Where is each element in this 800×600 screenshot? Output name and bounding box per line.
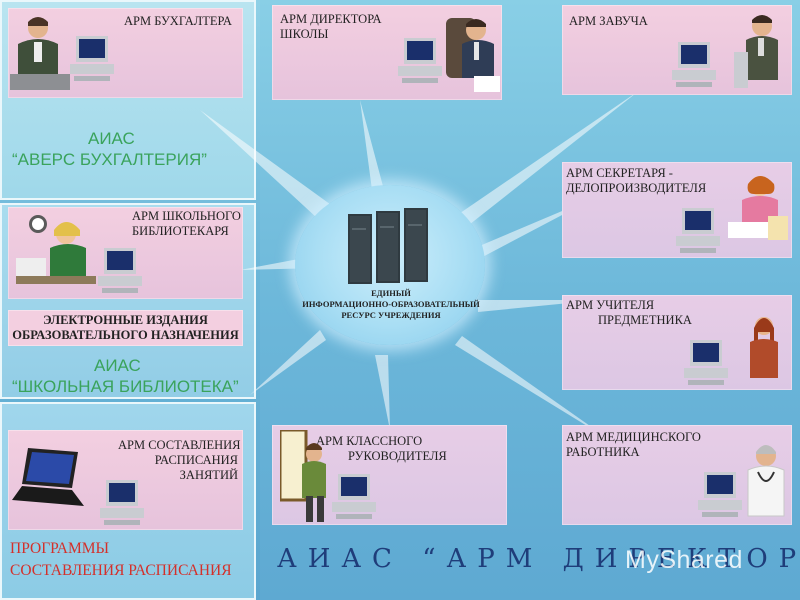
card-label: АРМ КЛАССНОГО РУКОВОДИТЕЛЯ bbox=[316, 434, 447, 464]
card-label: АРМ УЧИТЕЛЯ ПРЕДМЕТНИКА bbox=[566, 298, 692, 328]
doctor-person-icon bbox=[747, 445, 785, 517]
card-label: АРМ МЕДИЦИНСКОГО РАБОТНИКА bbox=[566, 430, 701, 460]
computer-icon bbox=[98, 248, 142, 293]
card-label-line: АРМ УЧИТЕЛЯ bbox=[566, 298, 655, 312]
card-label-line: РАСПИСАНИЯ bbox=[154, 453, 238, 467]
laptop-icon bbox=[12, 448, 84, 506]
bottom-title: АИАС “АРМ ДИРЕКТОР” bbox=[277, 544, 800, 574]
e-editions-label: ЭЛЕКТРОННЫЕ ИЗДАНИЯ ОБРАЗОВАТЕЛЬНОГО НАЗ… bbox=[8, 313, 243, 343]
card-label: АРМ СЕКРЕТАРЯ - ДЕЛОПРОИЗВОДИТЕЛЯ bbox=[566, 166, 706, 196]
computer-icon bbox=[698, 472, 742, 517]
group-label-line: “АВЕРС БУХГАЛТЕРИЯ” bbox=[12, 150, 207, 169]
card-label-line: ЗАНЯТИЙ bbox=[179, 468, 238, 482]
card-label-line: АРМ ЗАВУЧА bbox=[569, 14, 648, 28]
computer-icon bbox=[672, 42, 716, 87]
card-label-line: БИБЛИОТЕКАРЯ bbox=[132, 224, 229, 238]
computer-icon bbox=[100, 480, 144, 525]
card-label-line: ДЕЛОПРОИЗВОДИТЕЛЯ bbox=[566, 181, 707, 195]
card-label-line: АРМ СЕКРЕТАРЯ - bbox=[566, 166, 673, 180]
card-label-line: РАБОТНИКА bbox=[566, 445, 640, 459]
group-label-line: АИАС bbox=[88, 129, 135, 148]
card-label: АРМ ДИРЕКТОРА ШКОЛЫ bbox=[280, 12, 382, 42]
teacher-person-icon bbox=[750, 317, 778, 378]
central-label-line: ЕДИНЫЙ bbox=[371, 288, 411, 298]
group-label-programs: ПРОГРАММЫ СОСТАВЛЕНИЯ РАСПИСАНИЯ bbox=[10, 538, 232, 582]
accountant-person-icon bbox=[10, 17, 70, 90]
e-editions-line: ОБРАЗОВАТЕЛЬНОГО НАЗНАЧЕНИЯ bbox=[12, 328, 239, 342]
group-label-line: ПРОГРАММЫ bbox=[10, 540, 110, 557]
computer-icon bbox=[684, 340, 728, 385]
e-editions-box bbox=[8, 310, 243, 346]
librarian-person-icon bbox=[16, 215, 96, 284]
watermark: MyShared bbox=[625, 546, 743, 574]
card-label: АРМ СОСТАВЛЕНИЯ РАСПИСАНИЯ ЗАНЯТИЙ bbox=[118, 438, 241, 483]
computer-icon bbox=[398, 38, 442, 83]
card-label: АРМ ЗАВУЧА bbox=[569, 14, 648, 29]
deputy-person-icon bbox=[734, 15, 778, 88]
director-person-icon bbox=[446, 18, 500, 92]
central-label-line: ИНФОРМАЦИОННО-ОБРАЗОВАТЕЛЬНЫЙ bbox=[302, 299, 480, 309]
card-label-line: АРМ ДИРЕКТОРА bbox=[280, 12, 382, 26]
central-label-line: РЕСУРС УЧРЕЖДЕНИЯ bbox=[341, 310, 441, 320]
computer-icon bbox=[332, 474, 376, 519]
group-label-line: АИАС bbox=[94, 356, 141, 375]
class-teacher-person-icon bbox=[280, 430, 326, 522]
card-label-line: АРМ ШКОЛЬНОГО bbox=[132, 209, 241, 223]
group-label-avers: АИАС “АВЕРС БУХГАЛТЕРИЯ” bbox=[12, 128, 207, 170]
e-editions-line: ЭЛЕКТРОННЫЕ ИЗДАНИЯ bbox=[43, 313, 208, 327]
group-label-line: “ШКОЛЬНАЯ БИБЛИОТЕКА” bbox=[12, 377, 239, 396]
card-label-line: АРМ МЕДИЦИНСКОГО bbox=[566, 430, 701, 444]
computer-icon bbox=[676, 208, 720, 253]
secretary-person-icon bbox=[728, 176, 788, 240]
computer-icon bbox=[70, 36, 114, 81]
card-label-line: АРМ БУХГАЛТЕРА bbox=[124, 14, 232, 28]
card-label-line: АРМ КЛАССНОГО bbox=[316, 434, 423, 448]
group-label-library: АИАС “ШКОЛЬНАЯ БИБЛИОТЕКА” bbox=[12, 355, 239, 397]
card-label: АРМ ШКОЛЬНОГО БИБЛИОТЕКАРЯ bbox=[132, 209, 241, 239]
card-label-line: АРМ СОСТАВЛЕНИЯ bbox=[118, 438, 241, 452]
card-label: АРМ БУХГАЛТЕРА bbox=[124, 14, 232, 29]
card-label-line: ПРЕДМЕТНИКА bbox=[598, 313, 692, 327]
card-label-line: РУКОВОДИТЕЛЯ bbox=[348, 449, 447, 463]
card-label-line: ШКОЛЫ bbox=[280, 27, 329, 41]
server-rack-icon bbox=[348, 208, 428, 284]
central-resource-label: ЕДИНЫЙ ИНФОРМАЦИОННО-ОБРАЗОВАТЕЛЬНЫЙ РЕС… bbox=[296, 288, 486, 321]
group-label-line: СОСТАВЛЕНИЯ РАСПИСАНИЯ bbox=[10, 562, 232, 579]
